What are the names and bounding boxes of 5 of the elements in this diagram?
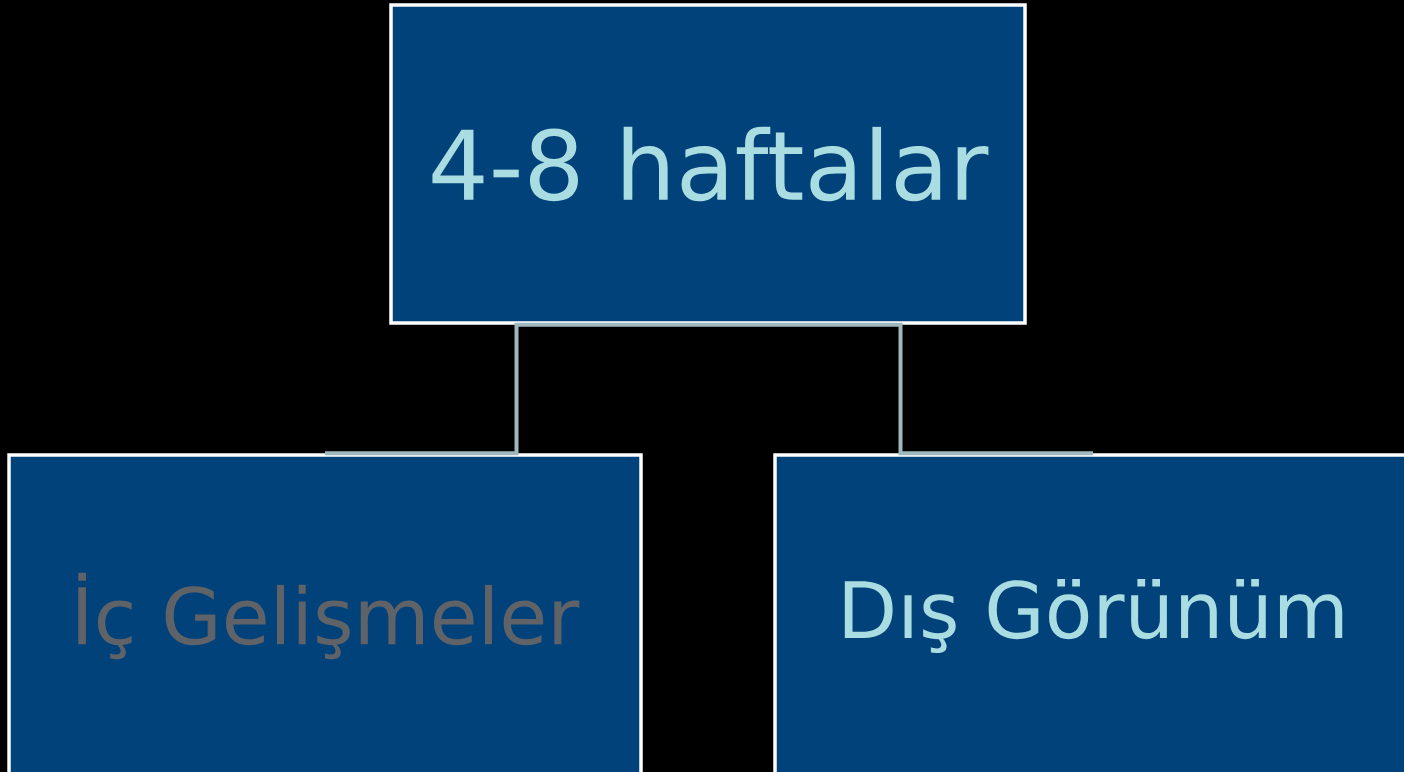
text-box: 4-8 haftalar (389, 3, 1027, 325)
connector (325, 322, 708, 456)
connector (708, 322, 1093, 456)
text-box: İç Gelişmeler (7, 453, 643, 772)
text-box: Dış Görünüm (773, 453, 1404, 772)
